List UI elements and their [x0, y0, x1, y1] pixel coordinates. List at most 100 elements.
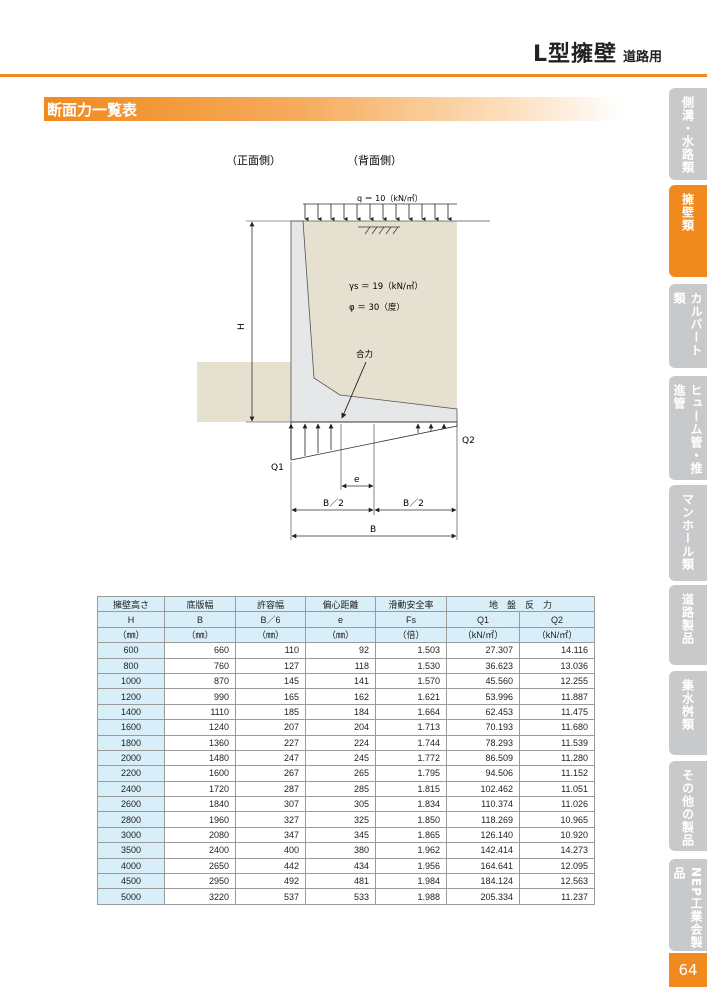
eccentricity-label: e — [354, 475, 360, 485]
side-tab[interactable]: 擁壁類 — [669, 185, 707, 277]
table-cell: 1960 — [164, 811, 236, 828]
symbol-cell: e — [305, 611, 376, 628]
table-cell: 600 — [97, 642, 165, 659]
side-tab-label: 擁壁類 — [680, 193, 695, 232]
symbol-cell: Q1 — [446, 611, 520, 628]
table-cell: 94.506 — [446, 765, 520, 782]
table-cell: 11.051 — [518, 780, 596, 798]
table-cell: 11.237 — [518, 888, 596, 905]
table-cell: 1200 — [97, 688, 165, 705]
table-cell: 12.255 — [518, 672, 596, 690]
table-cell: 870 — [164, 672, 236, 690]
table-cell: 537 — [235, 888, 306, 905]
table-cell: 442 — [235, 857, 306, 875]
l-wall-section-diagram: （正面側） （背面側） q ＝ 10（kN/㎡） γs ＝ 19（kN/㎥） φ… — [197, 153, 490, 540]
table-cell: 92 — [305, 642, 376, 659]
table-cell: 1600 — [97, 719, 165, 736]
table-cell: 1.503 — [375, 642, 447, 659]
table-cell: 2400 — [164, 842, 236, 859]
table-cell: 53.996 — [446, 688, 520, 705]
side-tab[interactable]: 道路製品 — [669, 585, 707, 665]
unit-cell: （㎜） — [305, 626, 376, 644]
resultant-arrow — [341, 361, 367, 419]
table-cell: 1.664 — [375, 703, 447, 721]
header-allowable-width: 許容幅 — [235, 595, 306, 613]
table-cell: 36.623 — [446, 657, 520, 674]
half-width-right-label: B／2 — [403, 498, 424, 509]
side-tab-label: カルバート類 — [672, 292, 703, 357]
symbol-cell: B／6 — [235, 611, 306, 628]
table-cell: 345 — [305, 826, 376, 844]
unit-weight-label: γs ＝ 19（kN/㎥） — [349, 281, 423, 292]
table-cell: 327 — [235, 811, 306, 828]
table-cell: 1240 — [164, 719, 236, 736]
table-cell: 1.772 — [375, 749, 447, 767]
side-tab-label: ヒューム管・推進管 — [672, 384, 703, 475]
load-arrows — [304, 204, 452, 221]
table-cell: 305 — [305, 796, 376, 813]
table-cell: 760 — [164, 657, 236, 674]
symbol-cell: Q2 — [518, 611, 596, 628]
side-tab-label: NEP工業会製品 — [672, 867, 703, 950]
table-cell: 205.334 — [446, 888, 520, 905]
table-cell: 102.462 — [446, 780, 520, 798]
table-cell: 1.834 — [375, 796, 447, 813]
side-tab[interactable]: マンホール類 — [669, 485, 707, 581]
table-cell: 184 — [305, 703, 376, 721]
header-eccentricity: 偏心距離 — [305, 595, 376, 613]
side-tab[interactable]: 側溝・水路類 — [669, 88, 707, 180]
unit-cell: （kN/㎡） — [446, 626, 520, 644]
height-label: H — [237, 323, 247, 330]
table-cell: 78.293 — [446, 734, 520, 751]
table-cell: 2800 — [97, 811, 165, 828]
side-tab[interactable]: NEP工業会製品 — [669, 859, 707, 951]
table-cell: 1.984 — [375, 873, 447, 890]
table-cell: 10.920 — [518, 826, 596, 844]
side-tab[interactable]: その他の製品 — [669, 761, 707, 851]
table-cell: 307 — [235, 796, 306, 813]
header-base-width: 底版幅 — [164, 595, 236, 613]
table-cell: 45.560 — [446, 672, 520, 690]
table-cell: 1.530 — [375, 657, 447, 674]
table-cell: 400 — [235, 842, 306, 859]
table-cell: 162 — [305, 688, 376, 705]
table-cell: 287 — [235, 780, 306, 798]
table-cell: 1000 — [97, 672, 165, 690]
title-underline — [0, 74, 707, 77]
base-width-label: B — [370, 525, 376, 535]
table-cell: 3500 — [97, 842, 165, 859]
side-tab[interactable]: ヒューム管・推進管 — [669, 376, 707, 480]
header-wall-height: 擁壁高さ — [97, 595, 165, 613]
header-sliding-safety: 滑動安全率 — [375, 595, 447, 613]
table-cell: 285 — [305, 780, 376, 798]
soil-hatch-symbol — [358, 226, 400, 235]
section-force-table: 擁壁高さ 底版幅 許容幅 偏心距離 滑動安全率 地 盤 反 力 H B B／6 … — [97, 595, 596, 905]
table-cell: 1.713 — [375, 719, 447, 736]
section-title: 断面力一覧表 — [47, 101, 138, 119]
table-cell: 660 — [164, 642, 236, 659]
table-cell: 492 — [235, 873, 306, 890]
table-cell: 207 — [235, 719, 306, 736]
page-title-main: L型擁壁 — [532, 42, 617, 67]
table-cell: 1.815 — [375, 780, 447, 798]
table-cell: 2200 — [97, 765, 165, 782]
table-cell: 2080 — [164, 826, 236, 844]
table-cell: 1.570 — [375, 672, 447, 690]
table-cell: 141 — [305, 672, 376, 690]
page-title-sub: 道路用 — [622, 50, 662, 65]
side-tab[interactable]: 集水桝類 — [669, 671, 707, 755]
table-cell: 70.193 — [446, 719, 520, 736]
table-cell: 2400 — [97, 780, 165, 798]
side-tab[interactable]: カルバート類 — [669, 284, 707, 368]
front-side-label: （正面側） — [226, 154, 281, 167]
table-cell: 533 — [305, 888, 376, 905]
